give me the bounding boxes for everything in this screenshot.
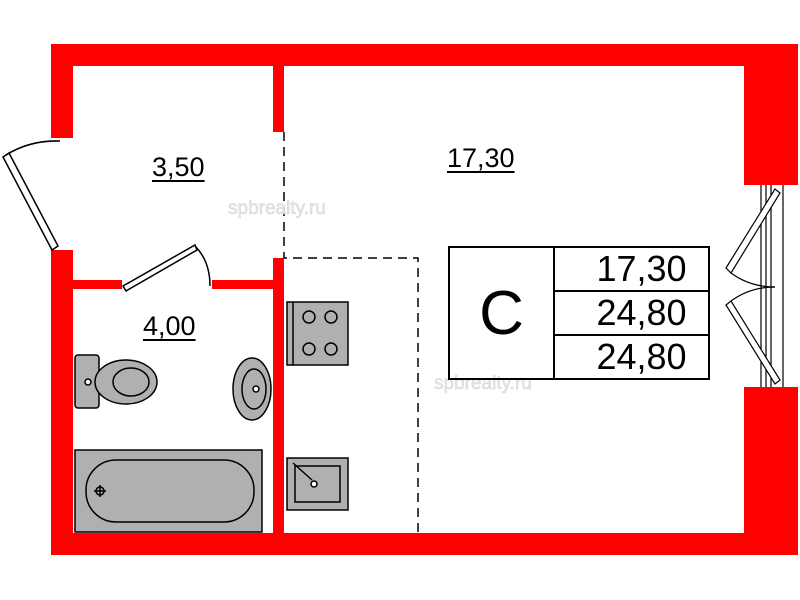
total-area-value: 24,80	[555, 292, 708, 336]
washbasin	[232, 357, 272, 421]
apartment-type: С	[450, 248, 555, 378]
stove-body	[286, 301, 349, 366]
bathroom-area-label: 4,00	[143, 311, 196, 341]
total-area-with-balcony-value: 24,80	[596, 336, 687, 377]
stove	[286, 301, 349, 366]
watermark: spbrealty.ru	[228, 198, 326, 220]
bottom-wall	[51, 533, 751, 555]
entrance-door	[2, 140, 61, 252]
kitchen-zone-outline	[283, 132, 419, 533]
dashed-zones	[283, 132, 419, 533]
bathroom-door-swing	[195, 246, 211, 287]
entrance-door-leaf	[2, 151, 59, 252]
bathtub	[74, 449, 263, 533]
partition-upper	[273, 66, 284, 132]
bath-wall-left	[73, 280, 122, 289]
bathroom-door	[121, 243, 211, 293]
top-wall	[51, 44, 776, 66]
right-wall-lower	[744, 387, 798, 555]
right-wall-upper	[744, 44, 798, 185]
area-summary-table: С 17,30 24,80 24,80	[448, 246, 710, 380]
hall-area-label: 3,50	[152, 152, 205, 182]
bath-wall-right	[212, 280, 273, 289]
balcony-window	[725, 185, 784, 387]
left-wall-lower	[51, 250, 73, 555]
left-wall-upper	[51, 44, 73, 138]
partition-lower	[273, 258, 284, 533]
living-area-value: 17,30	[555, 248, 708, 292]
toilet	[74, 354, 158, 409]
bathroom-door-leaf	[121, 243, 198, 293]
kitchen-sink	[286, 457, 349, 511]
walls	[51, 44, 798, 555]
entrance-door-swing	[5, 140, 61, 156]
main-room-area-label: 17,30	[447, 143, 515, 173]
